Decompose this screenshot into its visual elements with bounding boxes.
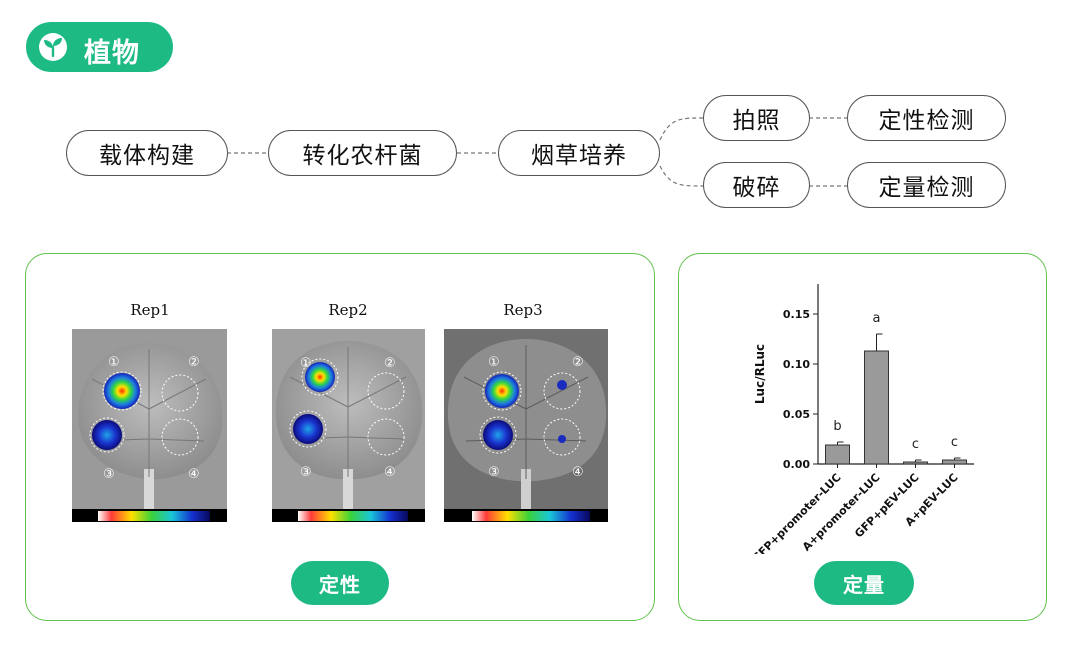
flow-node-qualitative-detection: 定性检测 — [847, 95, 1006, 141]
x-tick-label: GFP+promoter-LUC — [750, 471, 844, 554]
bar — [864, 350, 889, 465]
spot-label: ② — [384, 356, 396, 371]
spot-label: ④ — [384, 465, 396, 480]
flow-node-crush: 破碎 — [703, 162, 810, 208]
rep3-leaf-image: ① ② ③ ④ — [444, 329, 608, 522]
spot-label: ④ — [188, 467, 200, 482]
spot-label: ③ — [103, 467, 115, 482]
rep2-leaf-image: ① ② ③ ④ — [272, 329, 425, 522]
spot-label: ① — [300, 356, 312, 371]
flow-node-agrobacterium-transformation: 转化农杆菌 — [268, 130, 457, 176]
flow-node-vector-construction: 载体构建 — [66, 130, 228, 176]
significance-label: b — [833, 419, 841, 434]
bar — [825, 444, 850, 465]
spot-label: ④ — [572, 465, 584, 480]
spot-label: ③ — [488, 465, 500, 480]
y-tick-label: 0.15 — [783, 308, 810, 321]
flow-node-tobacco-culture: 烟草培养 — [498, 130, 660, 176]
significance-label: a — [873, 311, 881, 326]
quantitative-panel — [678, 253, 1047, 621]
sprout-icon — [39, 33, 67, 61]
y-tick-label: 0.00 — [783, 458, 810, 471]
rep3-title: Rep3 — [503, 301, 543, 319]
spot-label: ② — [572, 355, 584, 370]
qualitative-button[interactable]: 定性 — [291, 561, 389, 605]
spot-label: ① — [108, 355, 120, 370]
spot-label: ① — [488, 355, 500, 370]
y-axis-label: Luc/RLuc — [753, 344, 767, 404]
section-badge: 植物 — [26, 22, 173, 72]
spot-label: ② — [188, 355, 200, 370]
bar — [942, 459, 967, 465]
bar — [903, 461, 928, 465]
rep2-title: Rep2 — [328, 301, 368, 319]
spot-label: ③ — [300, 465, 312, 480]
quantitative-button[interactable]: 定量 — [814, 561, 914, 605]
rep1-leaf-image: ① ② ③ ④ — [72, 329, 227, 522]
rep1-title: Rep1 — [130, 301, 170, 319]
flow-connectors — [227, 117, 847, 187]
significance-label: c — [912, 437, 919, 452]
y-tick-label: 0.05 — [783, 408, 810, 421]
flow-node-photograph: 拍照 — [703, 95, 810, 141]
significance-label: c — [951, 435, 958, 450]
flow-node-quantitative-detection: 定量检测 — [847, 162, 1006, 208]
y-tick-label: 0.10 — [783, 358, 810, 371]
section-title: 植物 — [84, 38, 140, 69]
